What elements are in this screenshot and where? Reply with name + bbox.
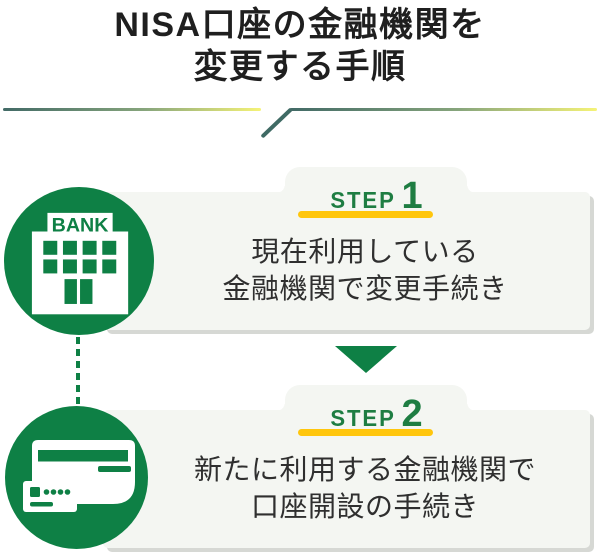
title-line-2: 変更する手順 — [193, 48, 407, 86]
divider-right-line — [290, 107, 597, 111]
step1-yellow-underline — [298, 211, 433, 218]
step2-label: STEP 2 — [285, 392, 467, 435]
step2-tab — [276, 385, 476, 411]
bank-icon: BANK — [31, 212, 129, 315]
credit-card-icon — [23, 440, 135, 512]
step2-text-line-1: 新たに利用する金融機関で — [193, 454, 536, 485]
step2-text: 新たに利用する金融機関で 口座開設の手続き — [140, 451, 590, 525]
step2-yellow-underline — [298, 429, 433, 436]
step1-label: STEP 1 — [285, 174, 467, 217]
down-arrow-icon — [335, 346, 397, 373]
step1-circle: BANK — [4, 187, 154, 335]
divider-left-line — [3, 107, 261, 111]
step2-circle — [5, 406, 148, 549]
step1-text-line-1: 現在利用している — [251, 236, 479, 267]
step1-text: 現在利用している 金融機関で変更手続き — [140, 233, 590, 307]
bank-sign-text: BANK — [52, 215, 110, 237]
step2-text-line-2: 口座開設の手続き — [250, 491, 479, 522]
divider-diagonal — [260, 107, 293, 139]
step1-number: 1 — [401, 174, 423, 217]
step1-word: STEP — [330, 187, 397, 213]
step2-word: STEP — [330, 405, 397, 431]
step2-number: 2 — [401, 392, 423, 435]
title-line-1: NISA口座の金融機関を — [114, 6, 486, 44]
step1-text-line-2: 金融機関で変更手続き — [222, 273, 508, 304]
step1-tab — [276, 167, 476, 193]
page-title: NISA口座の金融機関を 変更する手順 — [0, 4, 600, 88]
dotted-connector — [76, 337, 80, 407]
